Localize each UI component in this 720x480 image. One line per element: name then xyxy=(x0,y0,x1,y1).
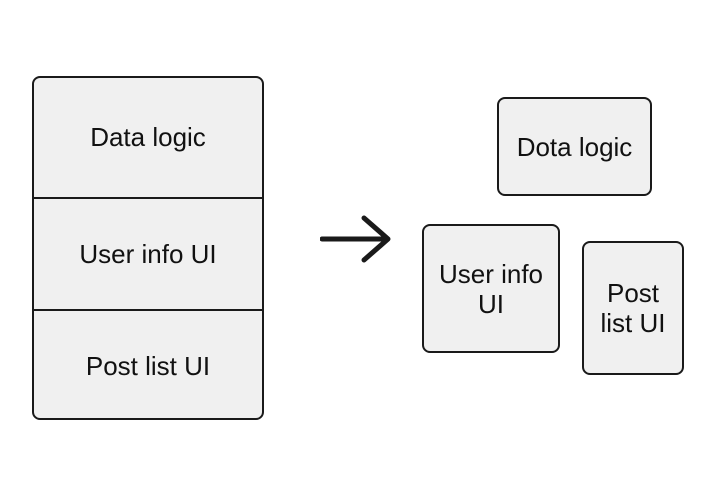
component-post-list: Post list UI xyxy=(582,241,684,375)
stack-section-label: Post list UI xyxy=(85,351,211,381)
stack-section-user-info: User info UI xyxy=(34,197,262,309)
component-label: User info UI xyxy=(438,258,544,319)
component-label: Post list UI xyxy=(600,278,666,338)
stack-section-label: User info UI xyxy=(79,238,217,269)
stack-section-label: Data logic xyxy=(90,122,206,152)
stack-section-post-list: Post list UI xyxy=(34,309,262,418)
arrow-right-icon xyxy=(320,215,391,263)
component-label: Dota logic xyxy=(516,131,633,162)
monolithic-component: Data logic User info UI Post list UI xyxy=(32,76,264,420)
stack-section-data-logic: Data logic xyxy=(34,78,262,197)
component-data-logic: Dota logic xyxy=(497,97,652,196)
component-user-info: User info UI xyxy=(422,224,560,353)
